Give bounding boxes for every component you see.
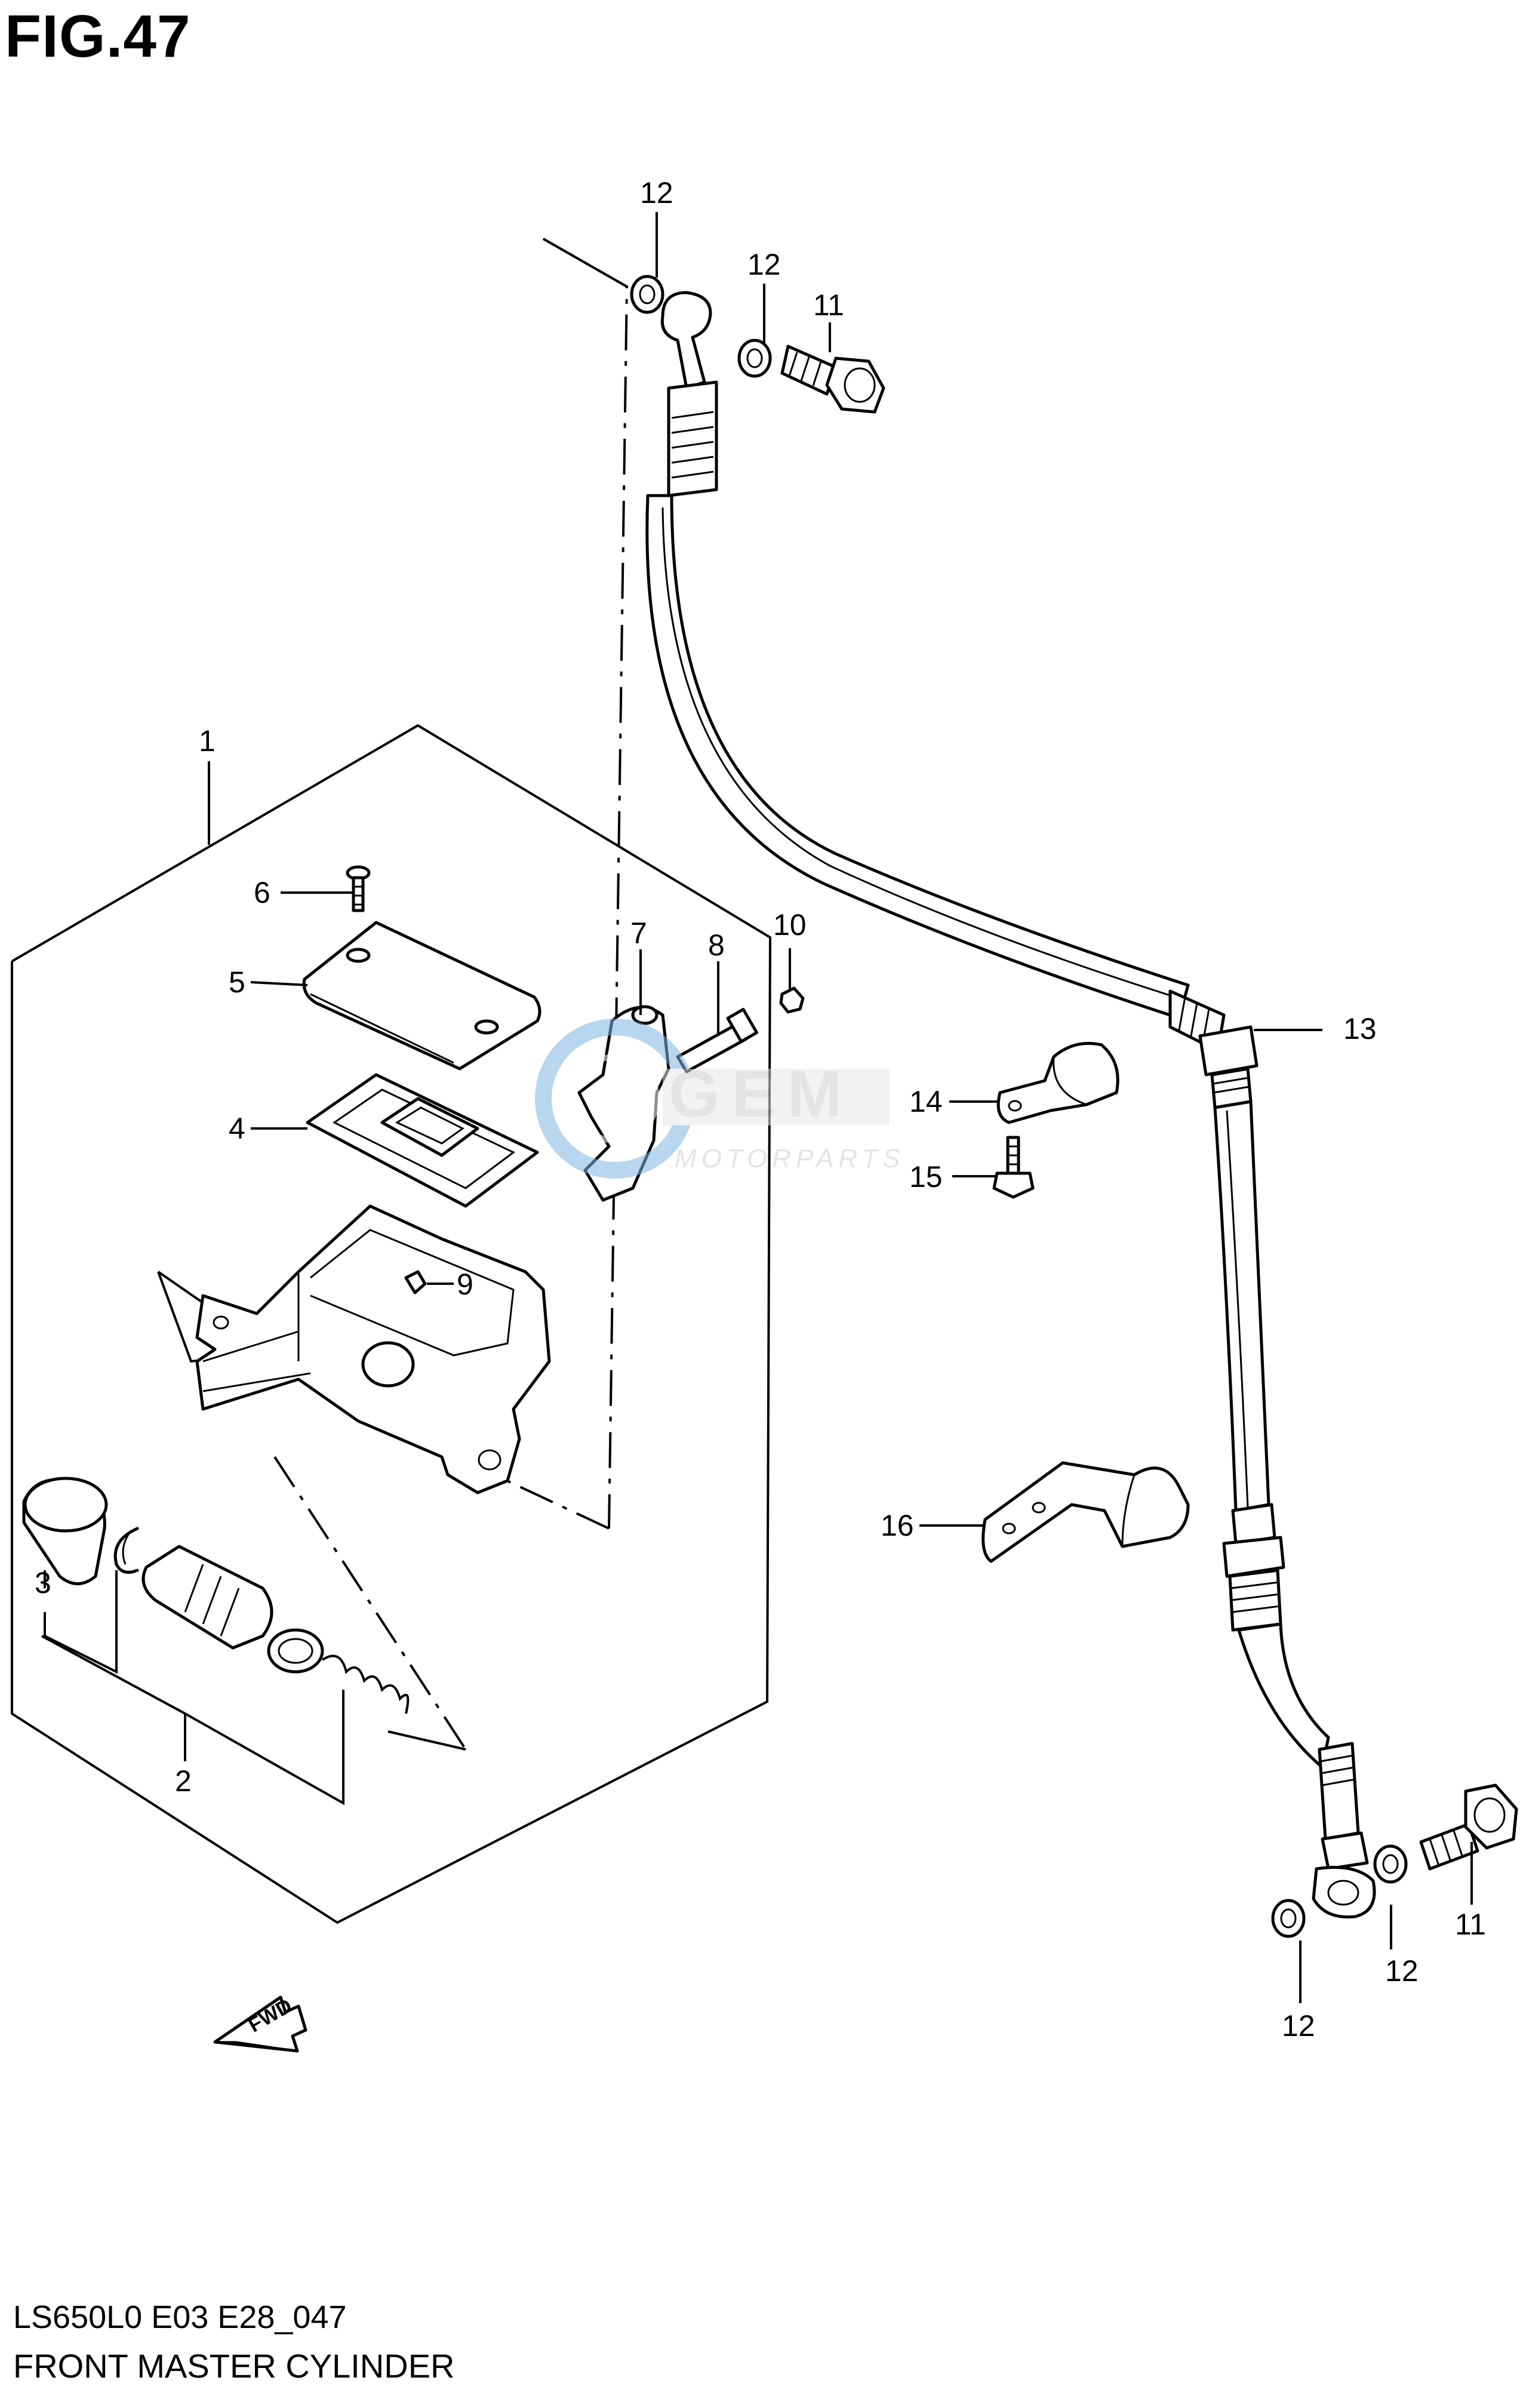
assembly-outline: [11, 724, 772, 1924]
callout-6: 6: [254, 876, 270, 909]
callout-13: 13: [1343, 1012, 1377, 1045]
callout-2: 2: [175, 1764, 192, 1798]
master-cylinder-body: [195, 1204, 551, 1494]
part-3-boot: [22, 1477, 108, 1585]
callout-9: 9: [457, 1268, 473, 1301]
callout-labels: 1 6 5 4 9 3 2 7 8 10 12 12 11 13 14 15 1…: [35, 176, 1486, 2043]
spring: [321, 1654, 410, 1714]
figure-code: LS650L0 E03 E28_047: [13, 2299, 347, 2335]
part-10-nut: [779, 986, 805, 1014]
banjo-bolt-upper: [780, 345, 885, 414]
washers: [630, 275, 1408, 1938]
brake-hose-upper: [645, 291, 1190, 1020]
part-6-screw: [346, 865, 371, 912]
part-13-hose-joint: [1168, 989, 1259, 1109]
figure-title: FIG.47: [5, 3, 191, 70]
callout-5: 5: [229, 965, 245, 999]
callout-4: 4: [229, 1112, 245, 1145]
callout-11-upper: 11: [813, 288, 844, 322]
part-14-clamp: [996, 1042, 1119, 1124]
part-16-bracket: [982, 1461, 1190, 1563]
part-9-bleeder: [404, 1270, 427, 1294]
circlip: [113, 1527, 139, 1574]
part-7-switch: [577, 1005, 670, 1202]
cup-seal: [267, 1628, 324, 1674]
part-15-bolt: [992, 1136, 1035, 1199]
callout-10: 10: [773, 908, 807, 942]
callout-12-bottom: 12: [1282, 2009, 1315, 2043]
callout-3: 3: [35, 1566, 51, 1600]
watermark-brand: GEM: [669, 1057, 854, 1131]
callout-15: 15: [909, 1160, 943, 1194]
callout-16: 16: [881, 1509, 914, 1542]
banjo-bolt-lower: [1419, 1783, 1518, 1871]
callout-12-lower: 12: [1385, 1954, 1419, 1988]
watermark-subtitle: MOTORPARTS: [675, 1144, 905, 1173]
brake-hose-lower: [1213, 1100, 1376, 1919]
callout-11-lower: 11: [1455, 1908, 1486, 1941]
callout-8: 8: [708, 928, 725, 962]
callout-1: 1: [199, 724, 216, 758]
callout-12-top: 12: [640, 176, 673, 210]
watermark-logo: GEM MOTORPARTS: [535, 1019, 905, 1179]
figure-name: FRONT MASTER CYLINDER: [13, 2347, 455, 2385]
piston: [141, 1545, 273, 1650]
leader-lines: [41, 212, 1473, 2003]
part-5-reservoir-cap: [302, 921, 541, 1071]
fwd-arrow-icon: FWD: [213, 1994, 307, 2053]
callout-7: 7: [630, 917, 647, 950]
callout-12-upper: 12: [747, 248, 781, 281]
callout-14: 14: [909, 1085, 943, 1118]
part-4-diaphragm: [306, 1073, 539, 1208]
